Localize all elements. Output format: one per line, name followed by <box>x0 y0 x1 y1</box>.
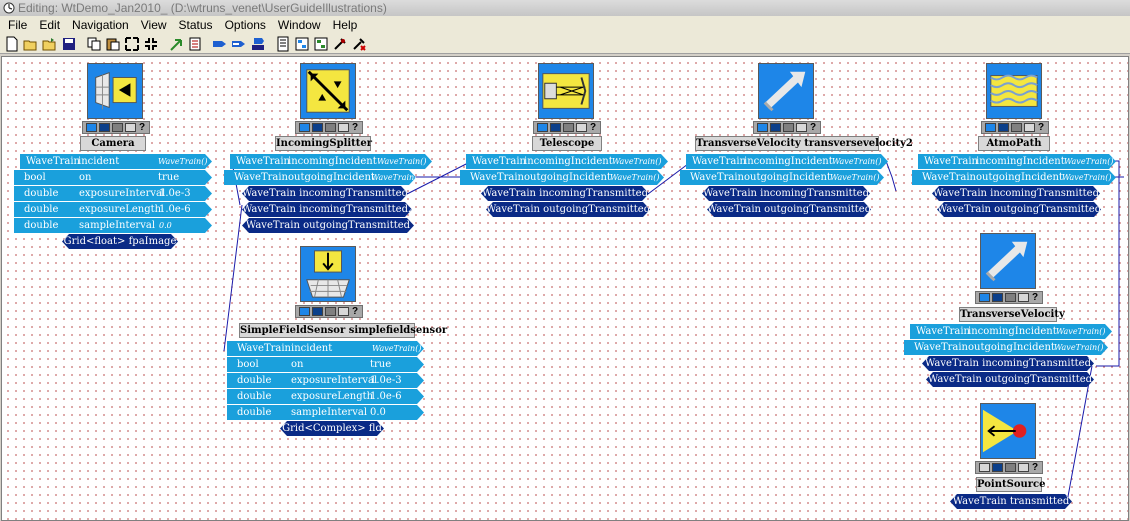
field-sensor-title[interactable]: SimpleFieldSensor simplefieldsensor <box>239 323 448 338</box>
save-icon[interactable] <box>61 36 77 52</box>
menu-options[interactable]: Options <box>224 18 266 32</box>
window-title: Editing: WtDemo_Jan2010_ (D:\wtruns_vene… <box>18 1 387 15</box>
open-icon[interactable] <box>23 36 39 52</box>
run-dist-icon[interactable] <box>250 36 266 52</box>
run-icon[interactable] <box>212 36 228 52</box>
import-icon[interactable] <box>168 36 184 52</box>
splitter-output-outgoingtransmitted[interactable]: WaveTrain outgoingTransmitted <box>242 218 414 233</box>
menu-edit[interactable]: Edit <box>39 18 61 32</box>
splitter-icon[interactable] <box>300 63 356 119</box>
point-source-output-transmitted[interactable]: WaveTrain transmitted <box>950 494 1072 509</box>
camera-icon[interactable] <box>87 63 143 119</box>
telescope-toolbar[interactable]: ? <box>533 121 601 134</box>
point-source-title[interactable]: PointSource <box>976 477 1046 492</box>
point-source-toolbar[interactable]: ? <box>975 461 1043 474</box>
expand-icon[interactable] <box>124 36 140 52</box>
camera-output-fpaimage[interactable]: Grid<float> fpaImage <box>63 236 177 247</box>
collapse-icon[interactable] <box>143 36 159 52</box>
splitter-output-incomingtransmitted2[interactable]: WaveTrain incomingTransmitted2 <box>242 204 415 215</box>
telescope-output-incomingtransmitted[interactable]: WaveTrain incomingTransmitted <box>482 188 648 199</box>
transverse-velocity-toolbar[interactable]: ? <box>975 291 1043 304</box>
splitter-output-incomingtransmitted[interactable]: WaveTrain incomingTransmitted <box>242 188 408 199</box>
point-source-icon[interactable] <box>980 403 1036 459</box>
transverse-velocity-title[interactable]: TransverseVelocity <box>959 307 1065 322</box>
title-bar: Editing: WtDemo_Jan2010_ (D:\wtruns_vene… <box>0 0 1130 17</box>
menu-file[interactable]: File <box>8 18 28 32</box>
field-sensor-icon[interactable] <box>300 246 356 302</box>
tool-remove-icon[interactable] <box>351 36 367 52</box>
open-folder-icon[interactable] <box>42 36 58 52</box>
atmopath-icon[interactable] <box>986 63 1042 119</box>
toolbar <box>0 34 1130 54</box>
transverse-velocity2-output-outgoingtransmitted[interactable]: WaveTrain outgoingTransmitted <box>707 204 872 215</box>
transverse-velocity2-toolbar[interactable]: ? <box>753 121 821 134</box>
doc-icon[interactable] <box>275 36 291 52</box>
splitter-title[interactable]: IncomingSplitter <box>275 136 373 151</box>
menu-view[interactable]: View <box>140 18 167 32</box>
new-icon[interactable] <box>4 36 20 52</box>
transverse-velocity-output-incomingtransmitted[interactable]: WaveTrain incomingTransmitted <box>922 356 1094 371</box>
tool-icon[interactable] <box>332 36 348 52</box>
transverse-velocity2-icon[interactable] <box>758 63 814 119</box>
menu-bar: File Edit Navigation View Status Options… <box>0 16 1130 34</box>
app-icon <box>3 2 15 14</box>
atmopath-toolbar[interactable]: ? <box>981 121 1049 134</box>
atmopath-output-incomingtransmitted[interactable]: WaveTrain incomingTransmitted <box>933 188 1099 199</box>
splitter-toolbar[interactable]: ? <box>295 121 363 134</box>
transverse-velocity-icon[interactable] <box>980 233 1036 289</box>
telescope-output-outgoingtransmitted[interactable]: WaveTrain outgoingTransmitted <box>486 204 651 215</box>
field-sensor-output-fld[interactable]: Grid<Complex> fld <box>280 421 384 436</box>
atmopath-title[interactable]: AtmoPath <box>978 136 1050 151</box>
camera-toolbar[interactable]: ? <box>82 121 150 134</box>
tree-run-icon[interactable] <box>313 36 329 52</box>
transverse-velocity2-output-incomingtransmitted[interactable]: WaveTrain incomingTransmitted <box>703 188 869 199</box>
export-icon[interactable] <box>187 36 203 52</box>
transverse-velocity-output-outgoingtransmitted[interactable]: WaveTrain outgoingTransmitted <box>927 374 1093 385</box>
menu-window[interactable]: Window <box>277 18 321 32</box>
telescope-title[interactable]: Telescope <box>532 136 602 151</box>
transverse-velocity2-title[interactable]: TransverseVelocity transversevelocity2 <box>695 136 913 151</box>
telescope-icon[interactable] <box>538 63 594 119</box>
atmopath-output-outgoingtransmitted[interactable]: WaveTrain outgoingTransmitted <box>937 204 1102 215</box>
menu-navigation[interactable]: Navigation <box>72 18 129 32</box>
run-step-icon[interactable] <box>231 36 247 52</box>
tree-icon[interactable] <box>294 36 310 52</box>
field-sensor-toolbar[interactable]: ? <box>295 305 363 318</box>
menu-help[interactable]: Help <box>332 18 358 32</box>
menu-status[interactable]: Status <box>178 18 213 32</box>
camera-title[interactable]: Camera <box>80 136 146 151</box>
copy-icon[interactable] <box>86 36 102 52</box>
paste-icon[interactable] <box>105 36 121 52</box>
